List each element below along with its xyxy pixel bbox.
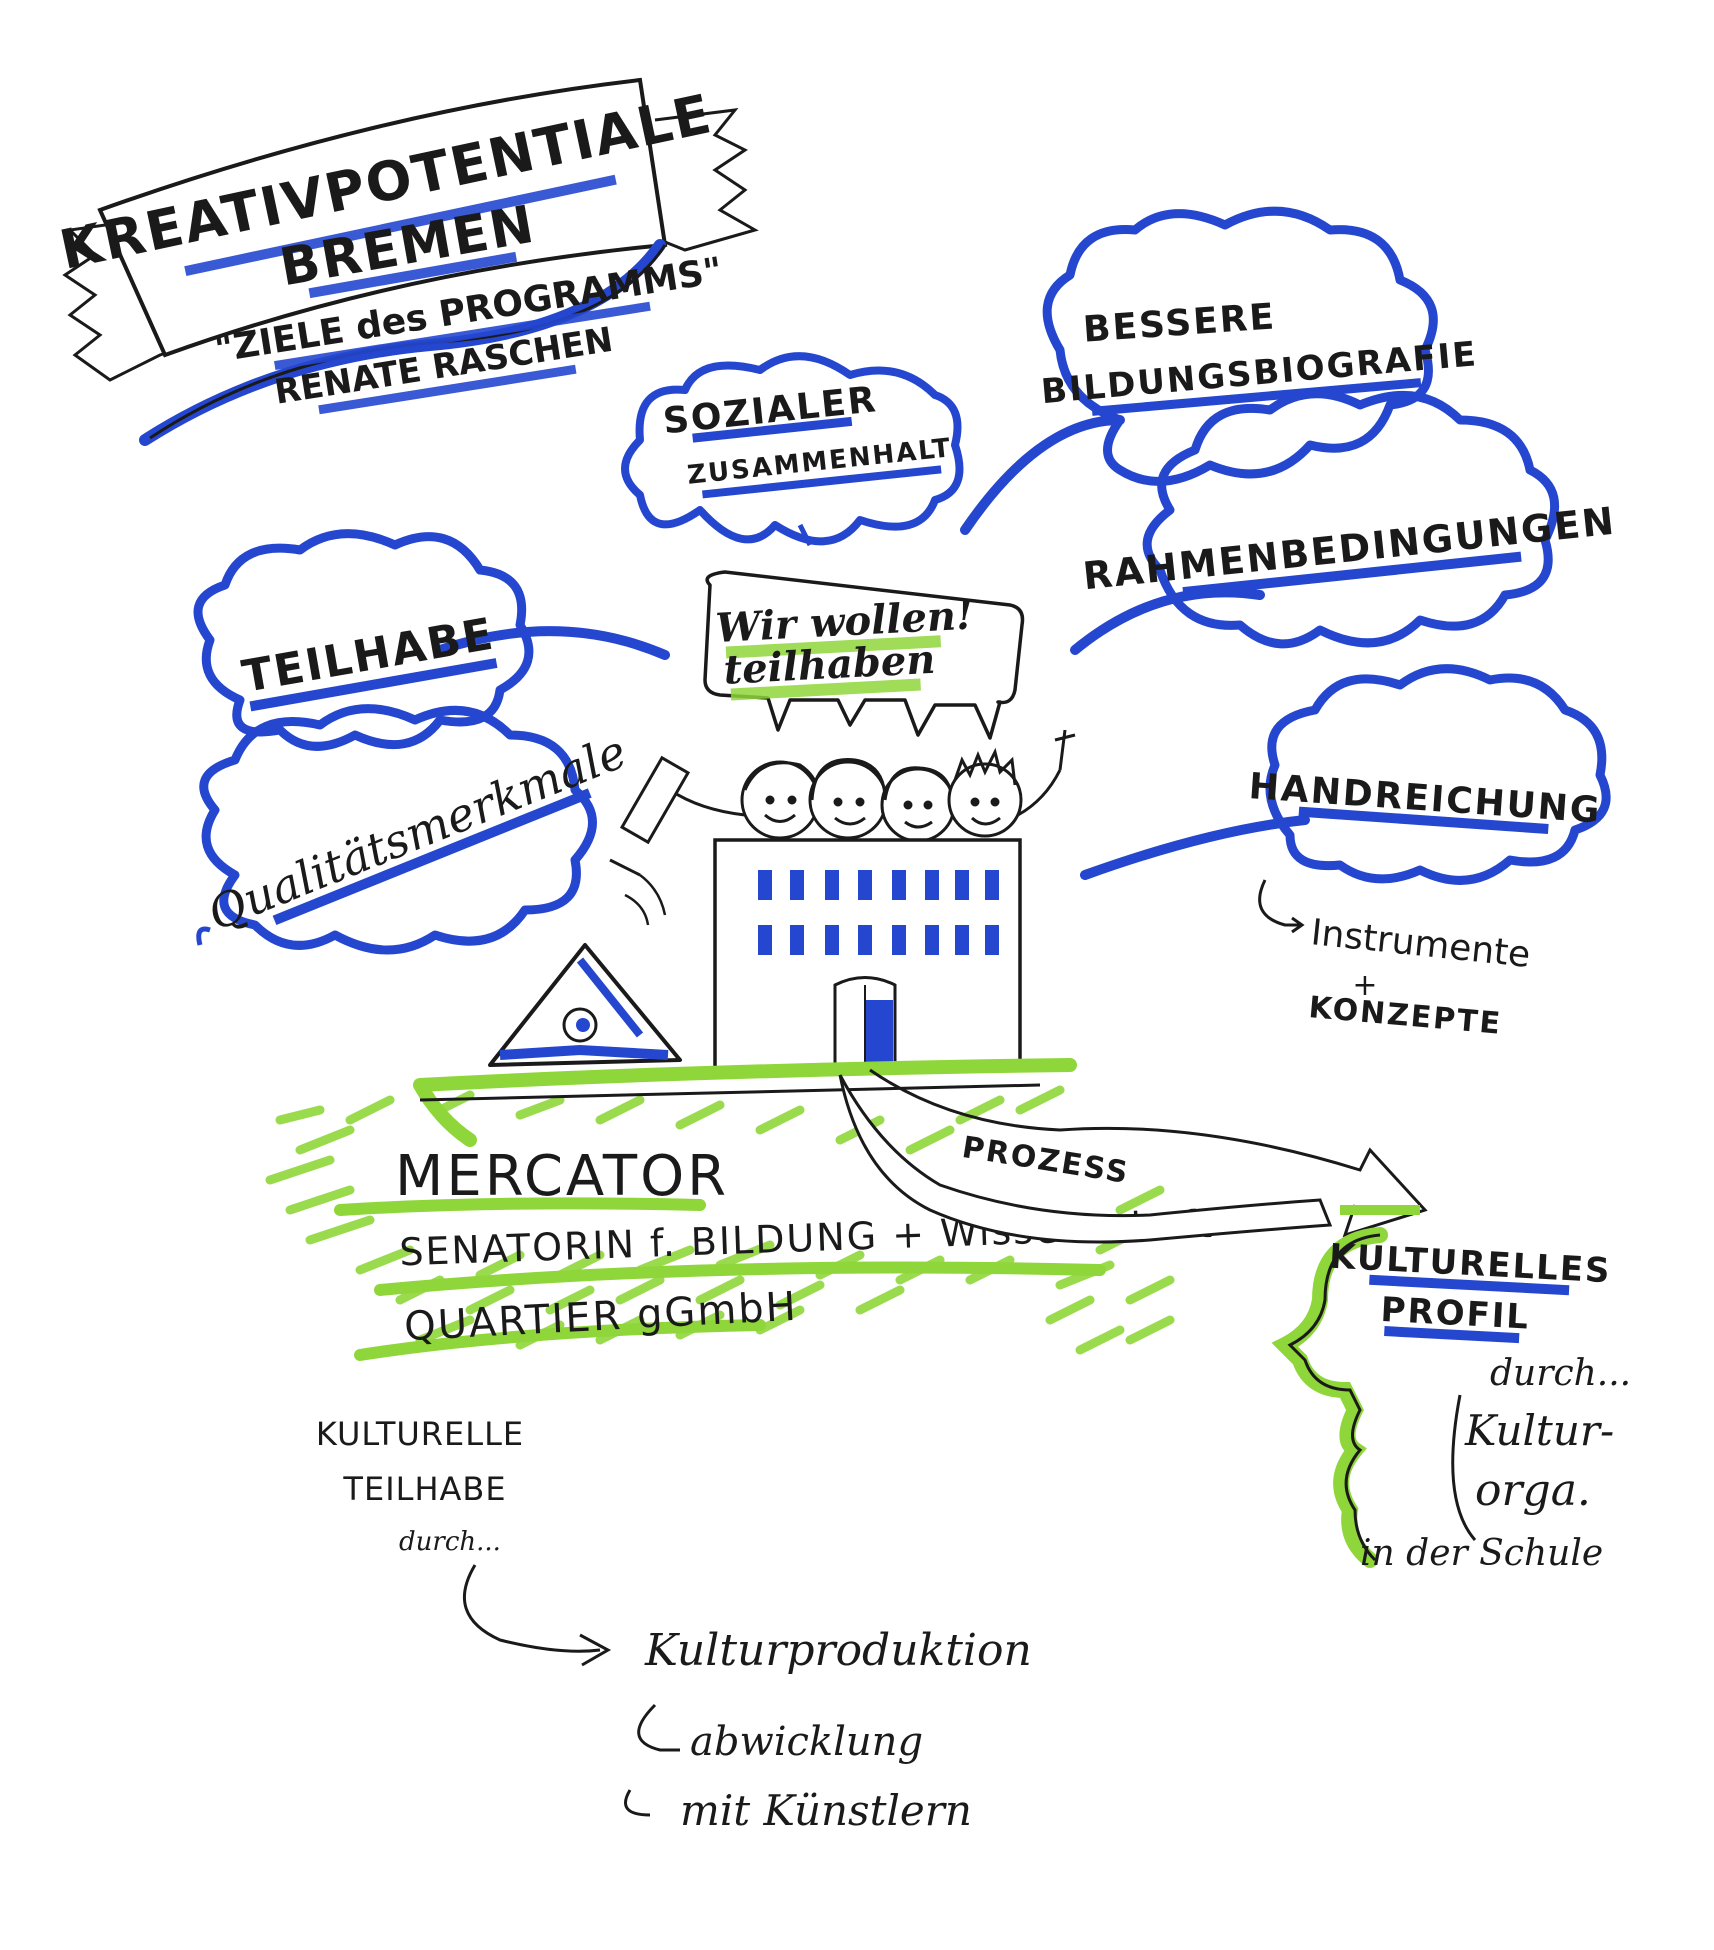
profile-line2: PROFIL	[1380, 1290, 1531, 1338]
bubble-line2: teilhaben	[722, 636, 936, 694]
hook-arrow-icon	[624, 1789, 651, 1817]
curved-arrow-icon	[462, 1564, 601, 1653]
cloud-bildung-line1: BESSERE	[1082, 296, 1278, 350]
cloud-sozialer-zusammenhalt	[621, 352, 964, 547]
child-face-icon	[740, 760, 820, 840]
head-profile-icon	[1271, 1227, 1477, 1568]
children-group	[609, 729, 1076, 877]
note-plus: +	[1352, 968, 1377, 1003]
partner-mercator: MERCATOR	[395, 1144, 729, 1209]
cloud-qualitaet-label: Qualitätsmerkmale	[200, 724, 634, 941]
hook-arrow-icon	[637, 1703, 680, 1752]
profile-orga: orga.	[1475, 1465, 1591, 1516]
paintbrush-icon	[1054, 729, 1076, 771]
child-face-icon	[947, 747, 1023, 838]
teilhabe-bottom-durch: durch...	[399, 1527, 501, 1557]
kulturproduktion-item2: mit Künstlern	[680, 1786, 972, 1835]
cloud-handreichung	[1080, 664, 1611, 885]
eye-triangle-icon	[488, 943, 682, 1067]
cloud-qualitaetsmerkmale	[196, 704, 597, 955]
handreichung-note: Instrumente + KONZEPTE	[1258, 879, 1532, 1042]
title-banner	[62, 77, 759, 446]
kulturproduktion-block: Kulturproduktion abwicklung mit Künstler…	[624, 1625, 1032, 1835]
profile-schule: in der Schule	[1360, 1533, 1603, 1574]
kulturproduktion-title: Kulturproduktion	[644, 1625, 1032, 1676]
teilhabe-bottom-line2: TEILHABE	[342, 1470, 506, 1508]
window-grid	[758, 870, 999, 955]
cloud-bildungsbiografie	[960, 206, 1438, 535]
kulturproduktion-item1: abwicklung	[690, 1719, 923, 1765]
teilhabe-bottom-line1: KULTURELLE	[316, 1415, 524, 1453]
cloud-teilhabe	[193, 529, 670, 751]
profile-kultur: Kultur-	[1464, 1406, 1614, 1455]
speech-bubble: Wir wollen! teilhaben	[703, 570, 1025, 740]
profile-durch: durch...	[1490, 1353, 1631, 1394]
note-instrumente: Instrumente	[1309, 912, 1532, 976]
note-konzepte: KONZEPTE	[1307, 990, 1503, 1042]
process-label: PROZESS	[960, 1130, 1132, 1191]
hook-arrow-icon	[1258, 879, 1300, 927]
school-building	[713, 838, 1022, 1072]
cloud-rahmenbedingungen	[1070, 389, 1560, 655]
child-face-icon	[808, 758, 888, 840]
kulturelle-teilhabe-block: KULTURELLE TEILHABE durch...	[316, 1415, 612, 1667]
